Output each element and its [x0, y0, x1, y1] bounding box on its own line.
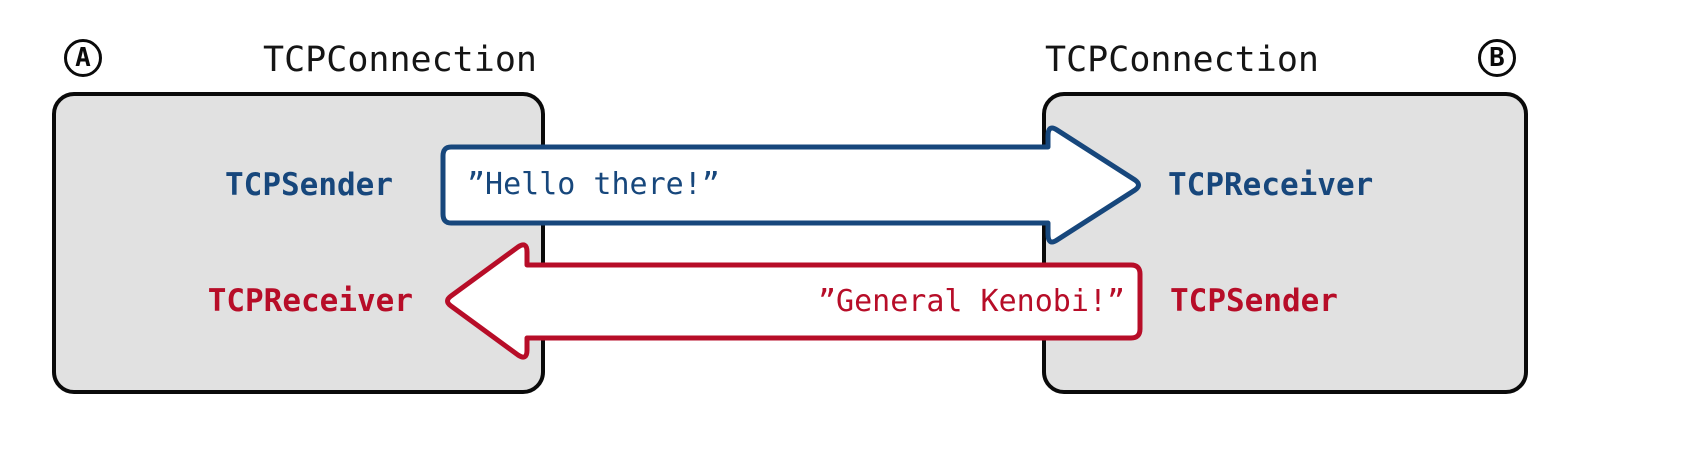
- endpoint-a-title: TCPConnection: [263, 40, 537, 80]
- message-b-to-a: ”General Kenobi!”: [817, 284, 1125, 319]
- endpoint-a-box: [52, 92, 545, 394]
- endpoint-b-badge: B: [1478, 39, 1516, 77]
- endpoint-b-sender-label: TCPSender: [1170, 283, 1338, 319]
- endpoint-a-receiver-label: TCPReceiver: [207, 283, 413, 319]
- endpoint-a-badge: A: [64, 39, 102, 77]
- endpoint-b-receiver-label: TCPReceiver: [1168, 167, 1374, 203]
- endpoint-b-box: [1042, 92, 1528, 394]
- message-a-to-b: ”Hello there!”: [467, 167, 720, 202]
- endpoint-a-sender-label: TCPSender: [225, 167, 393, 203]
- endpoint-b-title: TCPConnection: [1045, 40, 1319, 80]
